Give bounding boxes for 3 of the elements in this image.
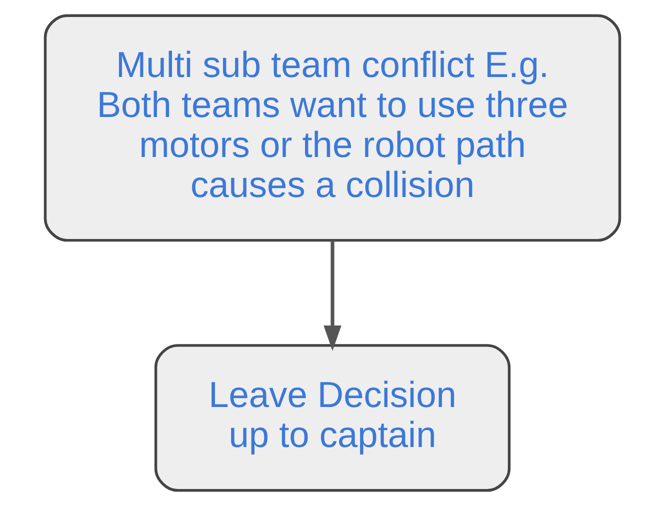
node-box: Leave Decision up to captain (154, 344, 511, 492)
node-box: Multi sub team conflict E.g. Both teams want to use three motors or the robot path causes a collision (44, 14, 622, 242)
arrow (324, 240, 342, 351)
